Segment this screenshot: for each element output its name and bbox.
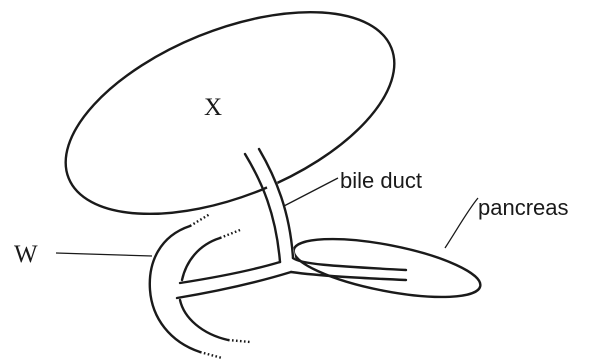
structure-w-bottom-cut-b xyxy=(228,340,250,342)
structure-w-inner-wall-upper xyxy=(182,238,220,280)
common-duct-lower xyxy=(177,272,291,298)
structure-w-top-cut-a xyxy=(190,214,210,226)
bile-duct-leader-line xyxy=(284,178,338,206)
pancreas-leader-line xyxy=(445,198,478,248)
pancreatic-duct-lower xyxy=(291,272,406,280)
organ-x-label: X xyxy=(204,94,222,121)
pancreas-label: pancreas xyxy=(478,195,569,220)
structure-w-inner-wall-lower xyxy=(180,300,228,340)
organ-x-outline xyxy=(38,0,423,255)
structure-w-label: W xyxy=(14,241,38,268)
structure-w-top-cut-b xyxy=(220,230,240,238)
bile-duct-label: bile duct xyxy=(340,168,422,193)
w-leader-line xyxy=(56,253,152,256)
structure-w-bottom-cut-a xyxy=(200,352,222,358)
duct-mask xyxy=(250,148,296,265)
structure-w-outer-wall xyxy=(150,226,200,352)
